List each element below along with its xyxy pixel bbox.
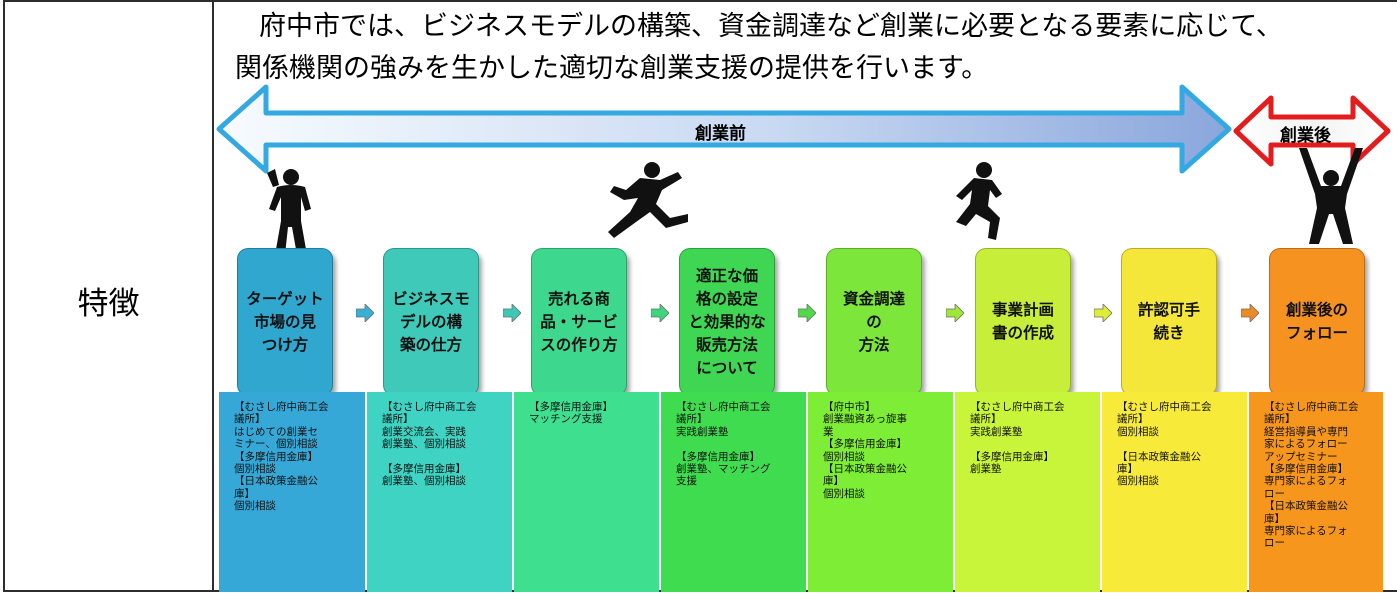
detail-product-service: 【多摩信用金庫】 マッチング支援 bbox=[514, 392, 659, 592]
intro-line-2: 関係機関の強みを生かした適切な創業支援の提供を行います。 bbox=[235, 53, 989, 84]
detail-pricing-sales: 【むさし府中商工会 議所】 実践創業塾 【多摩信用金庫】 創業塾、マッチング 支… bbox=[661, 392, 806, 592]
before-phase-arrow bbox=[216, 84, 1232, 174]
step-business-plan: 事業計画 書の作成 bbox=[975, 248, 1071, 396]
detail-business-plan: 【むさし府中商工会 議所】 実践創業塾 【多摩信用金庫】 創業塾 bbox=[955, 392, 1100, 592]
chevron-right-icon bbox=[798, 304, 816, 322]
intro-text: 府中市では、ビジネスモデルの構築、資金調達など創業に必要となる要素に応じて、 関… bbox=[235, 6, 1390, 90]
chevron-right-icon bbox=[1094, 304, 1112, 322]
jumping-person-icon bbox=[956, 162, 1002, 240]
phase-arrows bbox=[216, 84, 1391, 174]
running-person-icon bbox=[608, 162, 688, 238]
detail-business-model: 【むさし府中商工会 議所】 創業交流会、実践 創業塾、個別相談 【多摩信用金庫】… bbox=[367, 392, 512, 592]
chevron-right-icon bbox=[651, 304, 669, 322]
detail-funding: 【府中市】 創業融資あっ旋事 業 【多摩信用金庫】 個別相談 【日本政策金融公 … bbox=[808, 392, 953, 592]
chevron-right-icon bbox=[503, 304, 521, 322]
after-phase-arrow bbox=[1233, 95, 1391, 167]
chevron-right-icon bbox=[1241, 304, 1259, 322]
step-permits: 許認可手 続き bbox=[1121, 248, 1217, 396]
step-target-market: ターゲット 市場の見 つけ方 bbox=[237, 248, 333, 396]
step-business-model: ビジネスモ デルの構 築の仕方 bbox=[383, 248, 479, 396]
step-funding: 資金調達 の 方法 bbox=[826, 248, 922, 396]
cheering-person-icon bbox=[1299, 148, 1363, 244]
standing-person-icon bbox=[267, 169, 311, 255]
intro-line-1: 府中市では、ビジネスモデルの構築、資金調達など創業に必要となる要素に応じて、 bbox=[259, 11, 1283, 42]
step-post-startup-follow: 創業後の フォロー bbox=[1269, 248, 1365, 396]
step-pricing-sales: 適正な価 格の設定 と効果的な 販売方法 について bbox=[679, 248, 775, 396]
row-label-cell: 特徴 bbox=[3, 0, 214, 592]
chevron-right-icon bbox=[356, 304, 374, 322]
detail-target-market: 【むさし府中商工会 議所】 はじめての創業セ ミナー、個別相談 【多摩信用金庫】… bbox=[219, 392, 365, 592]
after-phase-label: 創業後 bbox=[1280, 126, 1331, 146]
before-phase-label: 創業前 bbox=[695, 124, 746, 144]
row-label: 特徴 bbox=[77, 286, 140, 322]
detail-post-startup-follow: 【むさし府中商工会 議所】 経営指導員や専門 家によるフォロー アップセミナー … bbox=[1249, 392, 1383, 592]
detail-permits: 【むさし府中商工会 議所】 個別相談 【日本政策金融公 庫】 個別相談 bbox=[1102, 392, 1247, 592]
step-product-service: 売れる商 品・サービ スの作り方 bbox=[531, 248, 627, 396]
chevron-right-icon bbox=[946, 304, 964, 322]
